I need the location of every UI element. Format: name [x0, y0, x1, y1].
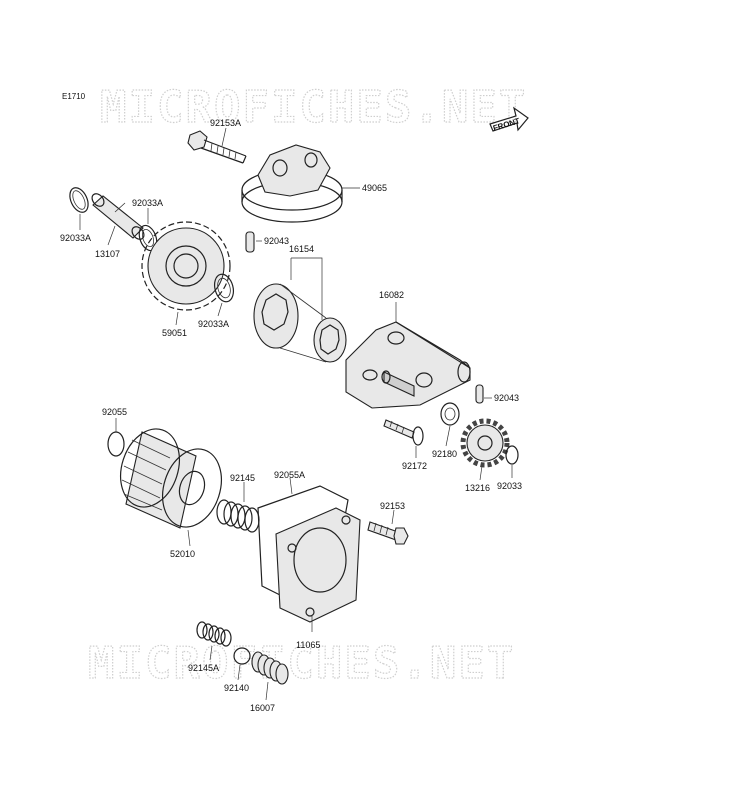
circlip-92033-icon	[505, 445, 519, 465]
label-92033a-bottom: 92033A	[198, 319, 229, 329]
label-16082: 16082	[379, 290, 404, 300]
label-92033: 92033	[497, 481, 522, 491]
leader-92153	[391, 509, 395, 525]
screw-92172-icon	[383, 419, 424, 446]
label-92043-right: 92043	[494, 393, 519, 403]
leader-92153a	[221, 127, 227, 147]
spring-92145-icon	[216, 499, 260, 533]
label-92140: 92140	[224, 683, 249, 693]
leader-13107	[107, 225, 116, 246]
label-59051: 59051	[162, 328, 187, 338]
leader-16154	[290, 257, 323, 320]
rotor-set-16154-icon	[253, 283, 347, 363]
pump-cap-49065-icon	[241, 144, 343, 223]
leader-13216	[479, 465, 483, 481]
watermark-bottom: MICROFICHES.NET	[88, 638, 515, 689]
label-49065: 49065	[362, 183, 387, 193]
label-52010: 52010	[170, 549, 195, 559]
diagram-code: E1710	[62, 92, 86, 101]
oil-filter-52010-icon	[120, 428, 222, 529]
bolt-92153a-icon	[187, 130, 247, 164]
pump-body-16082-icon	[345, 321, 471, 409]
label-92033a-left: 92033A	[60, 233, 91, 243]
leader-52010	[187, 529, 191, 547]
gear-59051-icon	[141, 221, 231, 311]
leader-92033a-bottom	[217, 302, 223, 317]
watermark-top: MICROFICHES.NET	[100, 82, 527, 133]
gear-13216-icon	[460, 418, 510, 468]
label-92033a-mid: 92033A	[132, 198, 163, 208]
leader-92140	[237, 664, 241, 681]
label-92145a: 92145A	[188, 663, 219, 673]
circlip-92033a-left-icon	[69, 187, 89, 213]
bolt-92153-icon	[367, 521, 409, 545]
spring-92145a-icon	[196, 621, 232, 647]
leader-59051	[175, 311, 179, 326]
label-92055: 92055	[102, 407, 127, 417]
label-92153: 92153	[380, 501, 405, 511]
leader-92145a	[209, 645, 213, 661]
label-16007: 16007	[250, 703, 275, 713]
ball-92140-icon	[233, 647, 251, 665]
leader-16007	[265, 681, 269, 701]
label-13216: 13216	[465, 483, 490, 493]
label-92180: 92180	[432, 449, 457, 459]
pin-92043-top-icon	[245, 231, 255, 253]
label-92172: 92172	[402, 461, 427, 471]
label-16154: 16154	[289, 244, 314, 254]
label-11065: 11065	[296, 640, 320, 650]
pin-92043-right-icon	[475, 384, 484, 404]
label-92043-top: 92043	[264, 236, 289, 246]
cover-11065-icon	[275, 507, 361, 623]
label-92055a: 92055A	[274, 470, 305, 480]
washer-92180-icon	[440, 402, 460, 426]
o-ring-92055-icon	[107, 431, 125, 457]
circlip-92033a-bottom-icon	[213, 273, 235, 303]
leader-92180	[445, 425, 451, 447]
relief-valve-16007-icon	[251, 651, 289, 685]
label-92153a: 92153A	[210, 118, 241, 128]
label-13107: 13107	[95, 249, 120, 259]
label-92145: 92145	[230, 473, 255, 483]
leader-92055a	[289, 477, 293, 495]
